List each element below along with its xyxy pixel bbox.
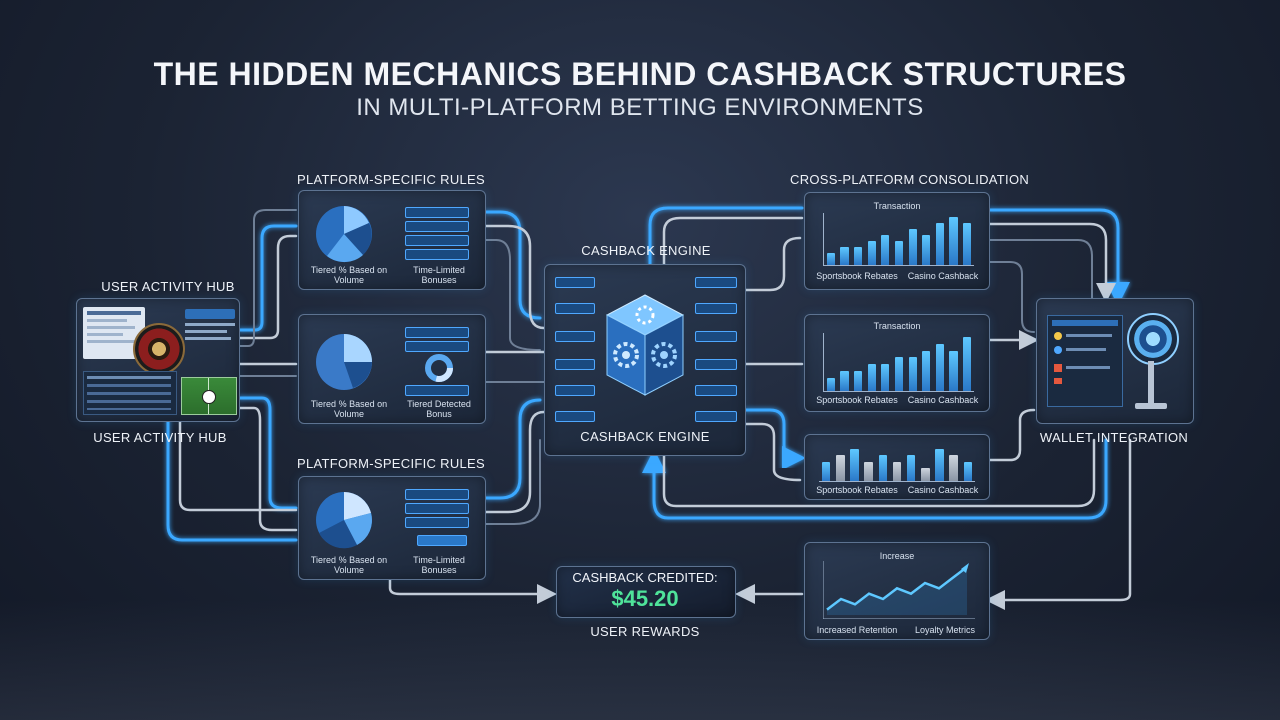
chart-bar (826, 253, 835, 265)
line-chart-area (827, 567, 967, 615)
chart-bar (840, 247, 849, 265)
rules-bottom-left-caption: Tiered % Based on Volume (310, 555, 388, 575)
rules-middle-left-caption: Tiered % Based on Volume (310, 399, 388, 419)
chart-bar (949, 217, 958, 265)
chart-bar (854, 370, 863, 391)
consolidation-label: CROSS-PLATFORM CONSOLIDATION (790, 172, 1030, 187)
floor-reflection (0, 600, 1280, 720)
cashback-engine-panel[interactable]: CASHBACK ENGINE (544, 264, 746, 456)
trend-arrow-icon (961, 563, 969, 573)
consolidation-panel-3[interactable]: Sportsbook Rebates Casino Cashback (804, 434, 990, 500)
chart-bar (821, 461, 831, 481)
chart-bar (881, 235, 890, 265)
metrics-title: Increase (879, 551, 915, 561)
user-rewards-label: USER REWARDS (590, 624, 700, 639)
consolidation-panel-1[interactable]: Transaction Sportsbook Rebates Casino Ca… (804, 192, 990, 290)
chart-bar (963, 461, 973, 481)
chart-bar (906, 455, 916, 481)
menu-bar (185, 309, 235, 319)
coin-icon (1127, 313, 1179, 365)
chart-bar (963, 337, 972, 391)
consolidation-2-right: Casino Cashback (907, 395, 979, 405)
chart-bar (850, 449, 859, 481)
chart-bar (840, 370, 849, 391)
consolidation-2-left: Sportsbook Rebates (816, 395, 898, 405)
chart-bar (854, 247, 863, 265)
consolidation-3-right: Casino Cashback (907, 485, 979, 495)
rules-panel-middle[interactable]: Tiered % Based on Volume Tiered Detected… (298, 314, 486, 424)
engine-label-bottom: CASHBACK ENGINE (580, 429, 710, 444)
bar-chart-3 (819, 445, 975, 482)
rules-label-top: PLATFORM-SPECIFIC RULES (297, 172, 485, 187)
rules-panel-top[interactable]: Tiered % Based on Volume Time-Limited Bo… (298, 190, 486, 290)
chart-bar (949, 350, 958, 391)
stand-icon (1148, 361, 1154, 403)
engine-label-top: CASHBACK ENGINE (581, 243, 711, 258)
rules-panel-bottom[interactable]: Tiered % Based on Volume Time-Limited Bo… (298, 476, 486, 580)
metrics-right-caption: Loyalty Metrics (914, 625, 976, 635)
chart-bar (864, 461, 873, 481)
donut-chart-icon (425, 354, 453, 382)
page-title: THE HIDDEN MECHANICS BEHIND CASHBACK STR… (153, 56, 1127, 92)
chart-bar (894, 241, 904, 265)
user-hub-label-top: USER ACTIVITY HUB (101, 279, 235, 294)
soccer-field-icon (181, 377, 237, 415)
line-chart-series (826, 566, 968, 611)
roulette-wheel-icon (133, 323, 185, 375)
chart-bar (894, 357, 904, 391)
line-chart (823, 561, 975, 619)
chart-bar (867, 241, 876, 265)
chart-bar (836, 455, 845, 481)
rules-top-right-caption: Time-Limited Bonuses (413, 265, 465, 285)
bets-table (83, 371, 177, 415)
consolidation-2-title: Transaction (873, 321, 921, 331)
metrics-left-caption: Increased Retention (816, 625, 898, 635)
chart-bar (963, 223, 972, 265)
consolidation-3-left: Sportsbook Rebates (816, 485, 898, 495)
wallet-screen (1047, 315, 1123, 407)
pie-chart-icon (316, 206, 372, 263)
user-hub-label-bottom: USER ACTIVITY HUB (93, 430, 227, 445)
consolidation-1-title: Transaction (873, 201, 921, 211)
chart-bar (826, 377, 835, 391)
chart-bar (935, 449, 944, 481)
bar-chart-1 (823, 213, 974, 266)
wallet-label: WALLET INTEGRATION (1039, 430, 1189, 445)
rules-top-left-caption: Tiered % Based on Volume (310, 265, 388, 285)
cashback-credited-label: CASHBACK CREDITED: (572, 570, 718, 585)
chart-bar (867, 364, 876, 391)
chart-bar (935, 223, 944, 265)
pie-chart-icon (316, 334, 372, 390)
chart-bar (935, 343, 944, 391)
chart-bar (892, 461, 902, 481)
chart-bar (881, 364, 890, 391)
consolidation-1-right: Casino Cashback (907, 271, 979, 281)
wallet-integration-panel[interactable] (1036, 298, 1194, 424)
cashback-credited-panel[interactable] (556, 566, 736, 618)
bar-chart-2 (823, 333, 974, 392)
metrics-panel[interactable]: Increase Increased Retention Loyalty Met… (804, 542, 990, 640)
cashback-credited-amount: $45.20 (611, 586, 679, 611)
consolidation-panel-2[interactable]: Transaction Sportsbook Rebates Casino Ca… (804, 314, 990, 412)
chart-bar (922, 235, 931, 265)
chart-bar (922, 350, 931, 391)
page-subtitle: IN MULTI-PLATFORM BETTING ENVIRONMENTS (356, 94, 924, 121)
rules-bottom-right-caption: Time-Limited Bonuses (413, 555, 465, 575)
chart-bar (878, 455, 888, 481)
consolidation-1-left: Sportsbook Rebates (816, 271, 898, 281)
chart-bar (908, 229, 917, 265)
pie-chart-icon (316, 492, 372, 549)
engine-cube-icon (605, 294, 685, 396)
chart-bar (908, 357, 917, 391)
user-activity-hub-panel[interactable] (76, 298, 240, 422)
rules-middle-right-caption: Tiered Detected Bonus (407, 399, 471, 419)
chart-bar (949, 455, 958, 481)
rules-label-bottom: PLATFORM-SPECIFIC RULES (297, 456, 485, 471)
chart-bar (921, 468, 930, 481)
